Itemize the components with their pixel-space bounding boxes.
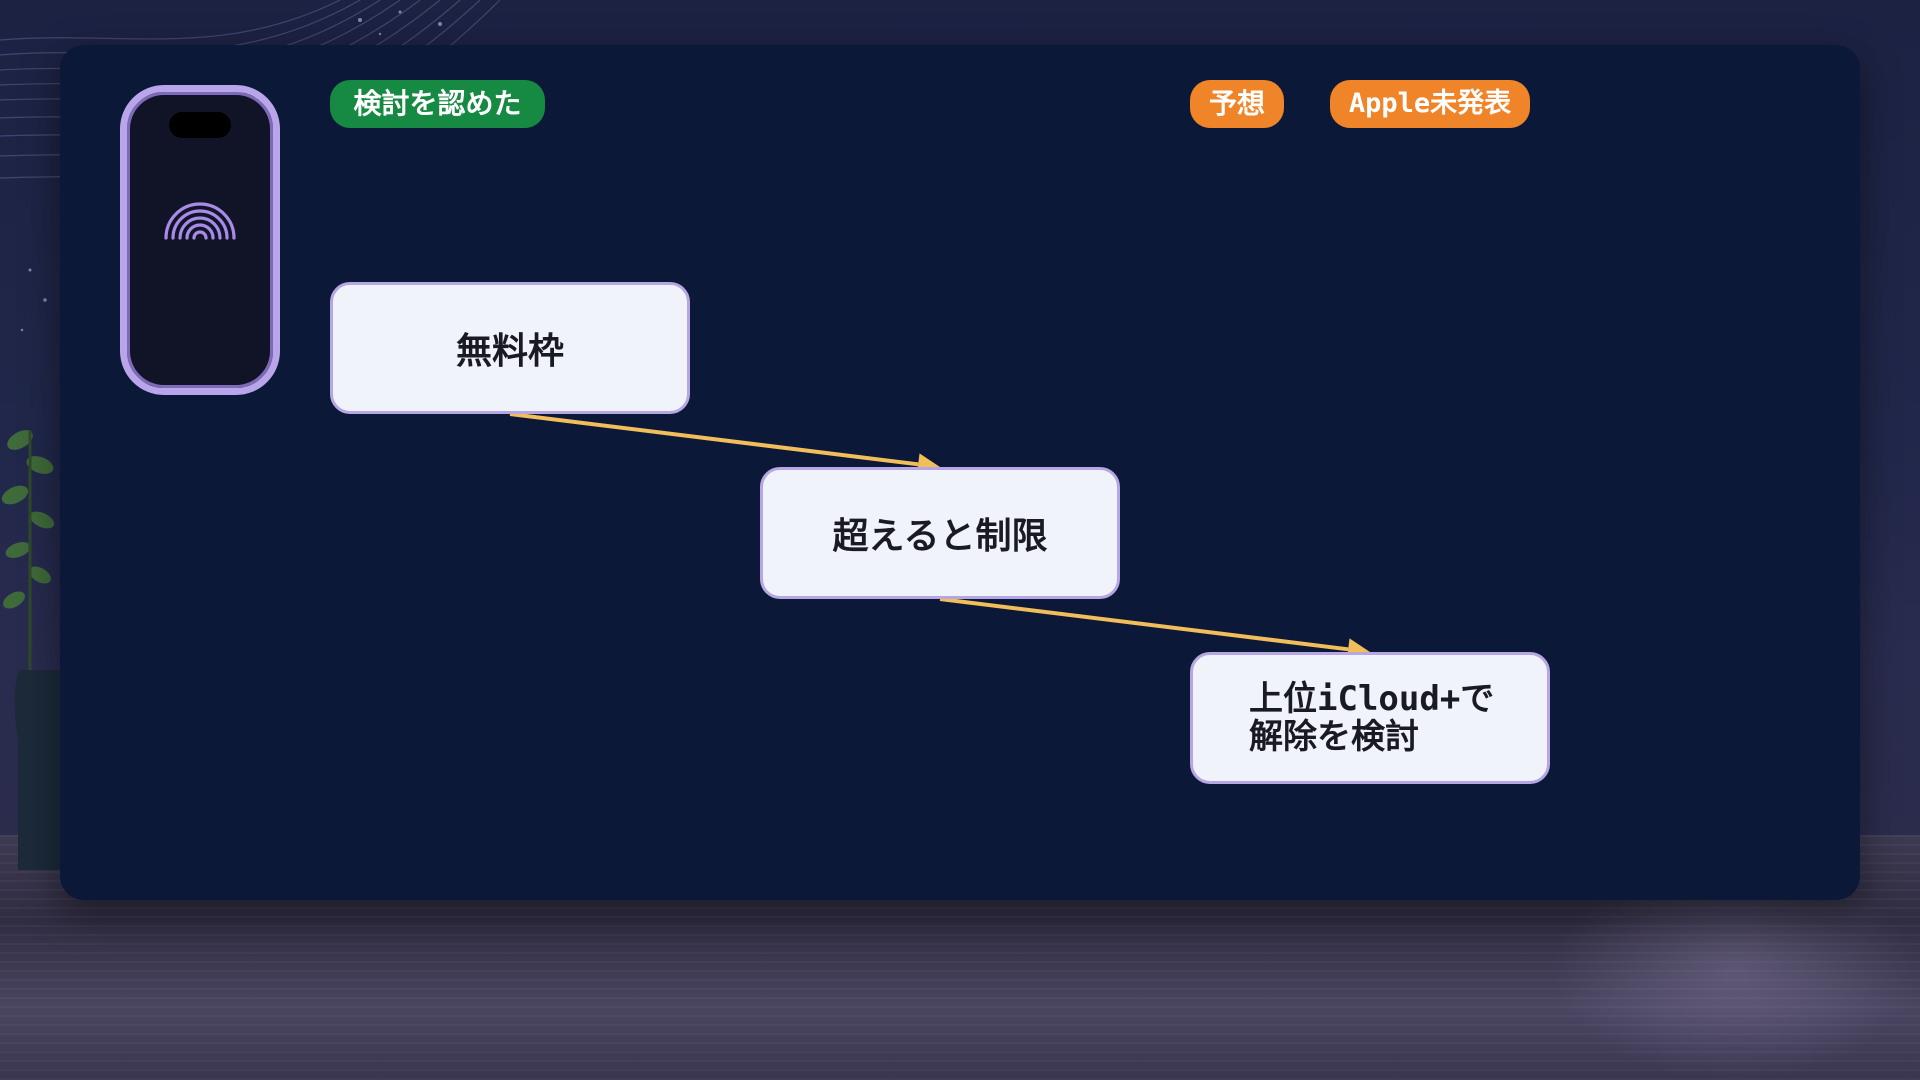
- flow-node-free-tier: 無料枠: [330, 282, 690, 414]
- smartphone-icon: [120, 85, 280, 395]
- potted-plant-decoration: [1, 430, 71, 870]
- phone-notch: [169, 112, 231, 138]
- flow-node-label: 無料枠: [455, 331, 564, 372]
- status-badge-unannounced: Apple未発表: [1330, 80, 1530, 128]
- flow-node-label: 上位iCloud+で 解除を検討: [1249, 679, 1495, 757]
- status-badge-forecast: 予想: [1190, 80, 1284, 128]
- flow-node-upgrade: 上位iCloud+で 解除を検討: [1190, 652, 1550, 784]
- flow-node-label: 超えると制限: [832, 516, 1048, 557]
- rainbow-arc-icon: [164, 202, 236, 240]
- status-badge-confirmed: 検討を認めた: [330, 80, 545, 128]
- flow-node-limit: 超えると制限: [760, 467, 1120, 599]
